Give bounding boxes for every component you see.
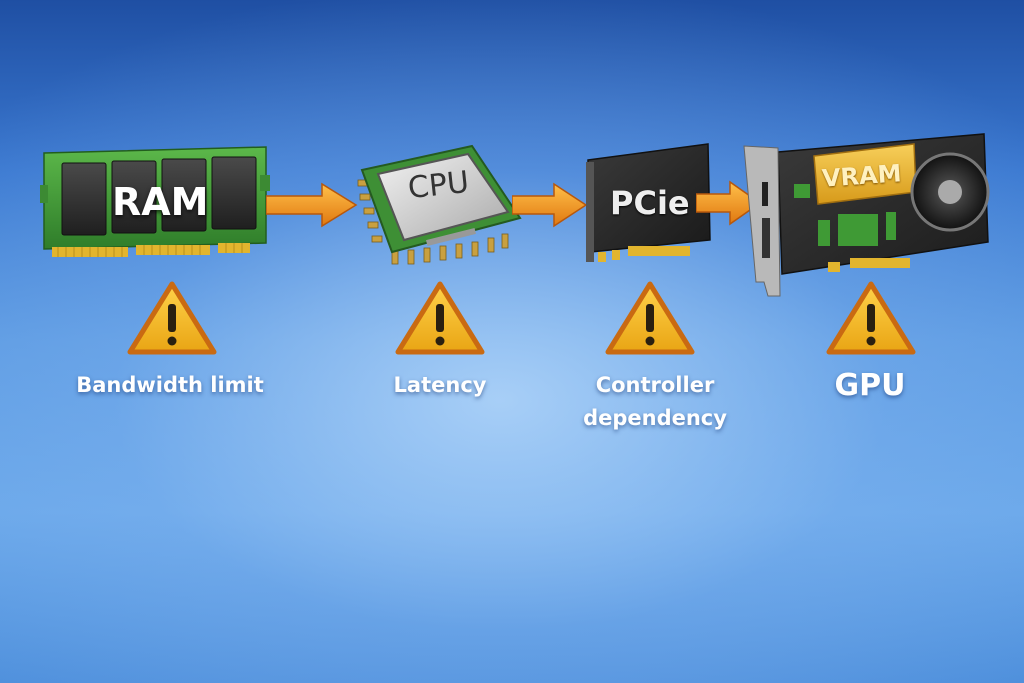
arrow-right-icon [512,182,588,228]
warning-triangle-icon [395,281,485,355]
cpu-chip-label: CPU [406,164,471,207]
ram-chip-label: RAM [112,180,209,224]
graphics-card-icon [743,133,990,297]
warning-triangle-icon [826,281,916,355]
cpu-chip-icon [357,144,522,265]
arrow-right-icon [696,180,762,226]
arrow-right-icon [266,182,358,228]
pcie-card-icon [586,143,711,262]
caption-bandwidth-limit: Bandwidth limit [76,373,264,397]
caption-gpu: GPU [834,368,906,403]
vram-chip-label: VRAM [821,159,903,193]
caption-controller-dependency-line2: dependency [583,406,727,430]
ram-module-icon [40,146,270,257]
caption-latency: Latency [393,373,487,397]
warning-triangle-icon [605,281,695,355]
caption-controller-dependency-line1: Controller [595,373,715,397]
warning-triangle-icon [127,281,217,355]
pcie-chip-label: PCie [610,184,690,222]
